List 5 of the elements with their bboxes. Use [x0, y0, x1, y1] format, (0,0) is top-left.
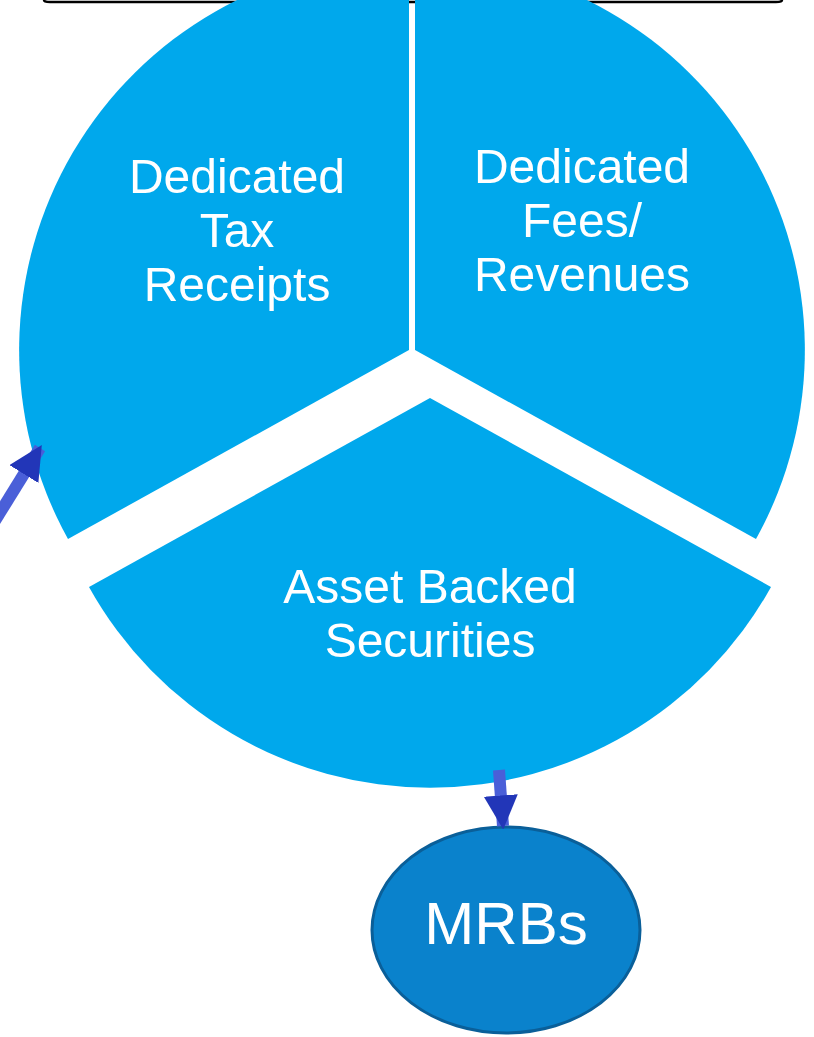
node-label: Asset Backed Securities — [282, 560, 578, 668]
node-label: MRBs — [423, 890, 589, 958]
arrow — [483, 769, 518, 830]
node-label: Dedicated Tax Receipts — [127, 150, 347, 312]
node-label: Dedicated Fees/ Revenues — [472, 140, 692, 302]
